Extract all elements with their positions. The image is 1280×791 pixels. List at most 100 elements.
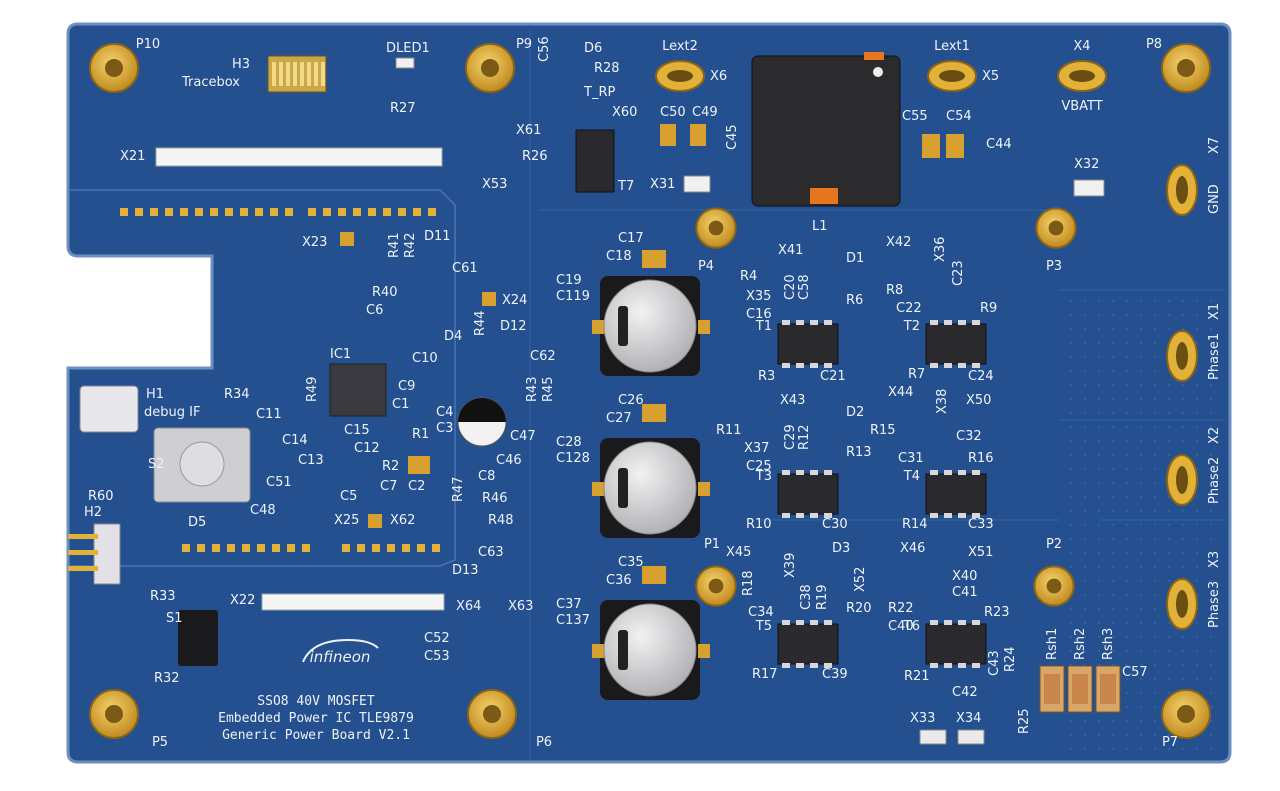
component-label-x61: X61 — [516, 123, 541, 138]
mosfet-label: T3 — [755, 469, 772, 484]
mounting-hole-drill — [1177, 59, 1195, 77]
shunt-label: Rsh3 — [1101, 628, 1116, 660]
phase-pad-label: X1 — [1207, 303, 1222, 320]
mosfet-pin — [824, 663, 832, 668]
mosfet-body — [925, 473, 987, 515]
mosfet-pin — [944, 513, 952, 518]
component-label-r7: R7 — [908, 367, 925, 382]
mosfet-pin — [824, 363, 832, 368]
x21-header-strip — [155, 147, 443, 167]
component-label-c16: C16 — [746, 307, 772, 322]
component-label-x34: X34 — [956, 711, 981, 726]
debug-connector-h1 — [79, 385, 139, 433]
component-label-r20: R20 — [846, 601, 872, 616]
connector-h2 — [68, 523, 121, 585]
oval-pad-slot — [1069, 70, 1095, 82]
pin-row-bottom-right — [342, 544, 350, 552]
component-label-c58: C58 — [797, 274, 812, 300]
title-line-2: Embedded Power IC TLE9879 — [218, 711, 414, 726]
component-label-x60: X60 — [612, 105, 637, 120]
pin-row-bottom-left — [302, 544, 310, 552]
cap-body — [603, 441, 697, 535]
component-label-l1: L1 — [812, 219, 828, 234]
mosfet-body — [777, 323, 839, 365]
mounting-hole-drill — [481, 59, 499, 77]
mosfet-pin — [796, 320, 804, 325]
oval-pad-label: X4 — [1073, 39, 1090, 54]
component-label-c54: C54 — [946, 109, 972, 124]
component-label-c9: C9 — [398, 379, 415, 394]
cap-terminal — [698, 644, 710, 658]
component-label-c25: C25 — [746, 459, 772, 474]
tracebox-pin — [300, 62, 304, 86]
cap-body — [603, 603, 697, 697]
component-label-r17: R17 — [752, 667, 778, 682]
mosfet-pin — [824, 513, 832, 518]
hole-label-p2: P2 — [1046, 537, 1062, 552]
component-label-x50: X50 — [966, 393, 991, 408]
phase-pad-sublabel: GND — [1207, 184, 1222, 214]
pin-row-top-left — [285, 208, 293, 216]
component-label-x21: X21 — [120, 149, 145, 164]
tracebox-pin — [293, 62, 297, 86]
component-label-c6: C6 — [366, 303, 383, 318]
mosfet-body — [925, 323, 987, 365]
component-label-x32: X32 — [1074, 157, 1099, 172]
component-label-r23: R23 — [984, 605, 1010, 620]
pin-row-top-left — [120, 208, 128, 216]
phase-pad-slot — [1176, 466, 1188, 494]
logo-swoosh — [302, 638, 379, 663]
pin-row-top-left — [210, 208, 218, 216]
pin-row-top-right — [338, 208, 346, 216]
hole-label-p4: P4 — [698, 259, 714, 274]
mosfet-pin — [782, 513, 790, 518]
mosfet-pin — [782, 663, 790, 668]
mosfet-pin — [810, 663, 818, 668]
component-label-r47: R47 — [451, 476, 466, 502]
component-label-d6: D6 — [584, 41, 602, 56]
cap-small-label: C27 — [606, 411, 632, 426]
component-label-r6: R6 — [846, 293, 863, 308]
component-label-r43: R43 — [525, 376, 540, 402]
pin-dot-rows — [120, 208, 440, 552]
mosfet-pin — [972, 620, 980, 625]
component-label-x25: X25 — [334, 513, 359, 528]
pin-row-top-right — [398, 208, 406, 216]
pin-row-top-right — [383, 208, 391, 216]
component-label-tracebox: Tracebox — [181, 75, 240, 90]
cap-label: C28 — [556, 435, 582, 450]
component-label-r10: R10 — [746, 517, 772, 532]
component-label-c7: C7 — [380, 479, 397, 494]
pin-row-bottom-right — [357, 544, 365, 552]
component-label-x63: X63 — [508, 599, 533, 614]
pin-row-bottom-left — [272, 544, 280, 552]
pin-row-bottom-left — [227, 544, 235, 552]
component-label-x40: X40 — [952, 569, 977, 584]
component-label-r13: R13 — [846, 445, 872, 460]
component-label-r18: R18 — [741, 570, 756, 596]
cap-polarity-mark — [618, 630, 628, 670]
component-label-c62: C62 — [530, 349, 556, 364]
component-label-x41: X41 — [778, 243, 803, 258]
component-label-r41: R41 — [387, 232, 402, 258]
component-label-r15: R15 — [870, 423, 896, 438]
component-label-c15: C15 — [344, 423, 370, 438]
mosfet-pin — [810, 513, 818, 518]
component-label-r60: R60 — [88, 489, 114, 504]
cap-terminal — [592, 320, 604, 334]
oval-pad-slot — [939, 70, 965, 82]
mosfet-pin — [944, 620, 952, 625]
oval-pad-slot — [667, 70, 693, 82]
component-label-d1: D1 — [846, 251, 864, 266]
mosfet-pin — [782, 470, 790, 475]
component-label-c30: C30 — [822, 517, 848, 532]
cap-label: C37 — [556, 597, 582, 612]
component-label-r22: R22 — [888, 601, 914, 616]
component-label-r2: R2 — [382, 459, 399, 474]
hole-label-p6: P6 — [536, 735, 552, 750]
mounting-hole-drill — [483, 705, 501, 723]
mounting-hole-drill — [105, 705, 123, 723]
mosfet-pin — [930, 363, 938, 368]
